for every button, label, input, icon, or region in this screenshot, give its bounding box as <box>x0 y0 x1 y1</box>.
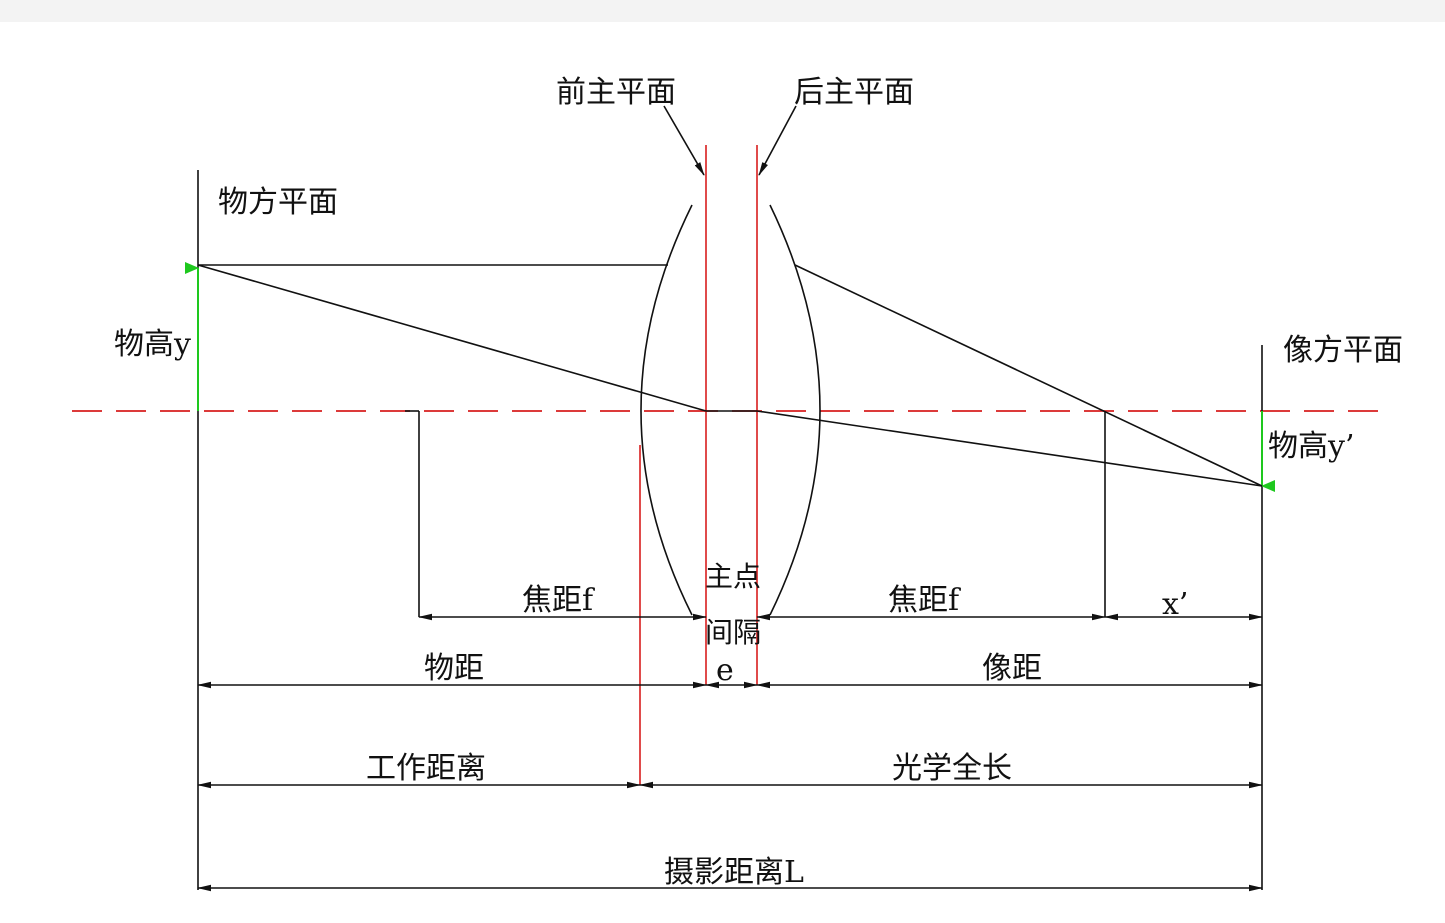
label-shooting-distance: 摄影距离L <box>664 855 804 890</box>
label-image-distance: 像距 <box>982 651 1042 686</box>
label-image-plane: 像方平面 <box>1283 333 1403 368</box>
ray-parallel-out <box>794 264 1263 487</box>
label-image-height: 物高y’ <box>1268 429 1354 464</box>
lens-right-surface <box>769 204 821 616</box>
label-optical-total-length: 光学全长 <box>892 751 1012 786</box>
front-plane-pointer <box>663 105 705 176</box>
label-x-prime: x’ <box>1162 587 1188 622</box>
label-principal-interval-1: 主点 <box>705 560 761 593</box>
label-principal-interval-2: 间隔 <box>705 616 761 649</box>
label-working-distance: 工作距离 <box>366 751 486 786</box>
label-focal-left: 焦距f <box>522 583 595 618</box>
label-object-distance: 物距 <box>424 651 484 686</box>
rear-plane-pointer <box>758 105 797 176</box>
label-rear-principal-plane: 后主平面 <box>794 75 914 110</box>
label-principal-interval-symbol: e <box>716 653 734 688</box>
ray-chief-out <box>756 410 1263 487</box>
top-strip <box>0 0 1445 22</box>
label-focal-right: 焦距f <box>888 583 961 618</box>
label-object-plane: 物方平面 <box>218 185 338 220</box>
label-front-principal-plane: 前主平面 <box>556 75 676 110</box>
label-object-height: 物高y <box>114 327 191 362</box>
lens-left-surface <box>640 204 693 616</box>
ray-chief-in <box>197 264 707 412</box>
